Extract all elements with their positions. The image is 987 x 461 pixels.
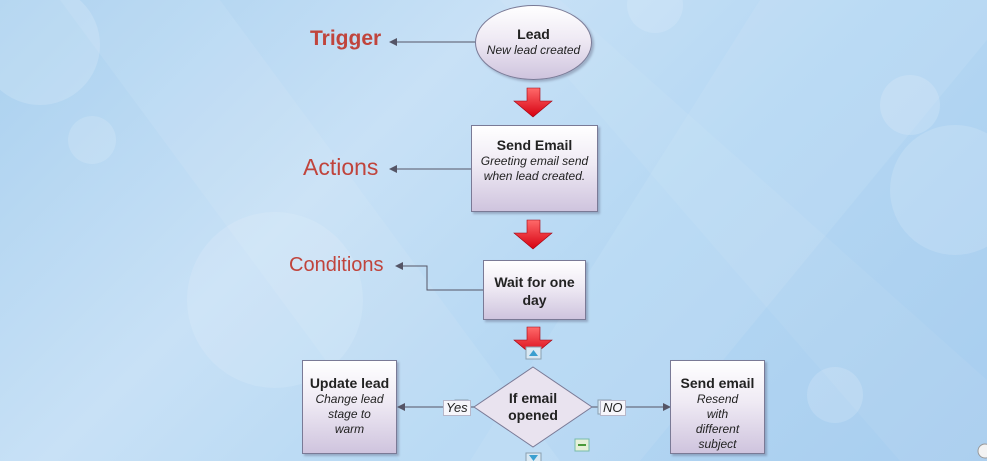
node-resend-email-subtitle: Resend with different subject (695, 392, 740, 451)
node-update-lead-subtitle: Change lead stage to warm (315, 392, 384, 436)
node-wait-title: Wait for one day (494, 274, 575, 308)
flow-arrow-2 (513, 219, 553, 250)
node-lead-title: Lead (517, 26, 550, 42)
branch-no-label: NO (600, 400, 626, 416)
node-update-lead-title: Update lead (309, 375, 390, 391)
scroll-indicator[interactable] (977, 443, 987, 459)
node-lead-subtitle: New lead created (486, 43, 581, 57)
node-resend-email[interactable]: Send email Resend with different subject (670, 360, 765, 454)
decision-diamond[interactable] (473, 366, 593, 448)
node-wait[interactable]: Wait for one day (483, 260, 586, 320)
label-trigger: Trigger (310, 27, 382, 50)
collapse-handle-top-icon (529, 350, 538, 356)
node-decision-title: If email opened (508, 390, 558, 423)
flow-arrow-3 (513, 326, 553, 357)
label-conditions: Conditions (289, 254, 384, 276)
flow-arrow-1 (513, 87, 553, 118)
collapse-handle-right-icon (578, 444, 586, 446)
node-send-email-title: Send Email (496, 137, 573, 153)
node-send-email[interactable]: Send Email Greeting email send when lead… (471, 125, 598, 212)
node-send-email-subtitle: Greeting email send when lead created. (480, 154, 589, 183)
branch-yes-label: Yes (443, 400, 471, 416)
collapse-handle-bottom-icon (529, 455, 538, 461)
node-resend-email-title: Send email (680, 375, 755, 391)
node-lead[interactable]: Lead New lead created (475, 5, 592, 80)
node-decision-text: If email opened (494, 390, 572, 430)
connector-conditions (395, 262, 483, 291)
label-actions: Actions (303, 154, 379, 180)
node-update-lead[interactable]: Update lead Change lead stage to warm (302, 360, 397, 454)
